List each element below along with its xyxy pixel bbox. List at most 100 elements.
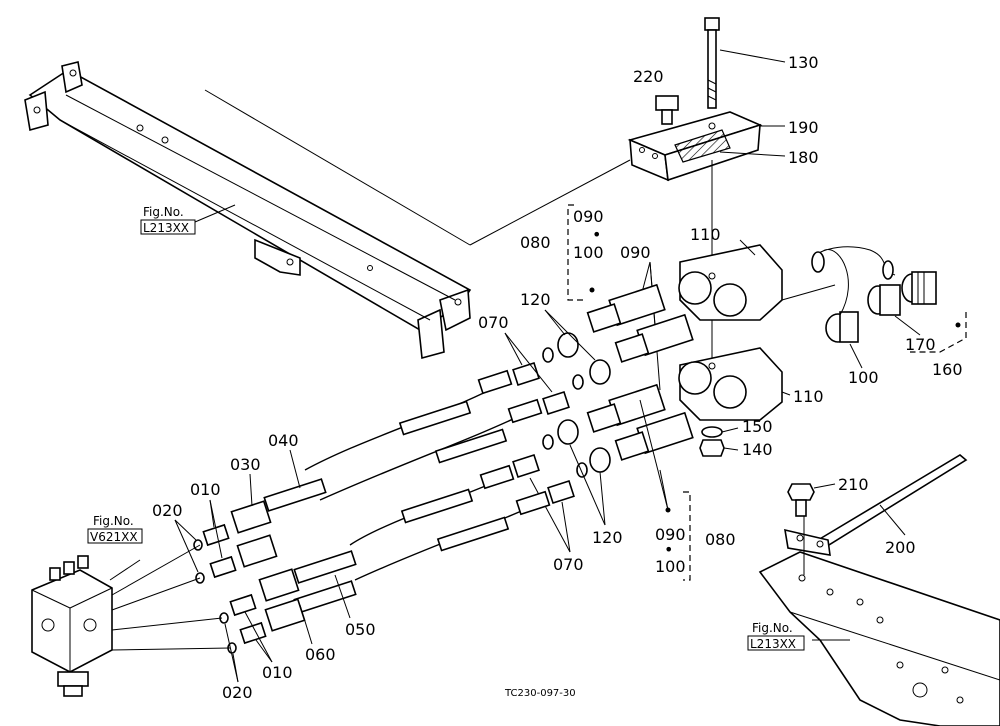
hose-a bbox=[304, 369, 513, 471]
plug-160 bbox=[901, 271, 937, 305]
fig-ref-top-code: L213XX bbox=[143, 221, 189, 235]
leader-120-lower-a bbox=[569, 444, 606, 526]
label-200: 200 bbox=[885, 538, 916, 557]
label-130: 130 bbox=[788, 53, 819, 72]
leader-150 bbox=[721, 427, 739, 433]
leader-170 bbox=[894, 315, 921, 336]
hose-d bbox=[354, 490, 551, 581]
coupler-block-110-upper bbox=[678, 244, 783, 321]
leader-040 bbox=[289, 449, 301, 489]
leader-140 bbox=[723, 447, 739, 451]
leader-120-upper-a bbox=[544, 309, 566, 336]
leader-070-upper-a bbox=[504, 332, 523, 366]
label-020-lower: 020 bbox=[222, 683, 253, 702]
label-080-upper: 080 bbox=[520, 233, 551, 252]
fig-ref-valve-label: Fig.No. bbox=[93, 514, 134, 528]
fig-ref-bottom-code: L213XX bbox=[750, 637, 796, 651]
label-010-lower: 010 bbox=[262, 663, 293, 682]
orings-020-lower bbox=[219, 612, 237, 654]
dot-separator-lower: • bbox=[664, 540, 673, 559]
cap-ring-left bbox=[811, 251, 825, 273]
leader-frame-to-bracket bbox=[469, 159, 631, 246]
leader-110-upper bbox=[739, 239, 756, 256]
label-120-upper: 120 bbox=[520, 290, 551, 309]
label-120-lower: 120 bbox=[592, 528, 623, 547]
hose-050 bbox=[293, 550, 357, 614]
leader-010-lower-a bbox=[244, 611, 273, 663]
fittings-010-upper bbox=[202, 523, 237, 579]
leader-020-lower-b bbox=[232, 653, 239, 683]
washer-150 bbox=[701, 426, 723, 438]
leader-valve-d bbox=[111, 647, 231, 651]
adapters-070-lower bbox=[512, 453, 575, 505]
coupler-090-b bbox=[614, 313, 694, 363]
bracket-190 bbox=[627, 111, 763, 182]
label-010-upper: 010 bbox=[190, 480, 221, 499]
label-140: 140 bbox=[742, 440, 773, 459]
leader-070-lower-b bbox=[561, 501, 571, 553]
fig-ref-top-label: Fig.No. bbox=[143, 205, 184, 219]
label-020-upper: 020 bbox=[152, 501, 183, 520]
mount-plate-bottom-right bbox=[758, 551, 1000, 726]
fig-ref-top-box bbox=[140, 219, 196, 235]
leader-050 bbox=[334, 574, 351, 619]
label-190: 190 bbox=[788, 118, 819, 137]
bolt-130 bbox=[704, 17, 720, 109]
cap-ring-right bbox=[882, 260, 894, 280]
coupler-090-a bbox=[586, 283, 666, 333]
label-070-upper: 070 bbox=[478, 313, 509, 332]
leader-valve-a bbox=[111, 544, 201, 596]
label-110-upper: 110 bbox=[690, 225, 721, 244]
coupler-block-110-lower bbox=[678, 347, 783, 421]
coupler-hose-line bbox=[781, 284, 836, 301]
leader-frame-top bbox=[204, 89, 471, 246]
hose-c bbox=[349, 464, 515, 546]
label-180: 180 bbox=[788, 148, 819, 167]
fittings-010-lower bbox=[229, 593, 267, 645]
dust-cap-100 bbox=[825, 311, 859, 343]
fig-ref-valve-box bbox=[87, 528, 143, 544]
leader-070-lower-a bbox=[529, 477, 571, 553]
label-100-upper-group: 100 bbox=[573, 243, 604, 262]
fig-ref-bottom-box bbox=[747, 635, 805, 651]
leader-valve-b bbox=[111, 577, 201, 611]
nut-140 bbox=[699, 439, 725, 457]
label-040: 040 bbox=[268, 431, 299, 450]
leader-valve-c bbox=[111, 617, 223, 631]
label-090-upper: 090 bbox=[620, 243, 651, 262]
label-100-right: 100 bbox=[848, 368, 879, 387]
fig-ref-valve-code: V621XX bbox=[90, 530, 138, 544]
leader-120-upper-b bbox=[544, 309, 596, 361]
label-100-lower-group: 100 bbox=[655, 557, 686, 576]
plug-170 bbox=[867, 284, 901, 316]
label-160: 160 bbox=[932, 360, 963, 379]
label-170: 170 bbox=[905, 335, 936, 354]
leader-100-right bbox=[849, 343, 863, 369]
leader-fig-l213-top bbox=[194, 204, 236, 223]
dot-160 bbox=[955, 322, 961, 328]
leader-200 bbox=[879, 504, 906, 536]
label-210: 210 bbox=[838, 475, 869, 494]
bolt-220 bbox=[655, 95, 679, 125]
fig-ref-bottom-label: Fig.No. bbox=[752, 621, 793, 635]
dot-090-lower bbox=[665, 507, 671, 513]
leader-020-upper-b bbox=[174, 519, 199, 573]
coupler-090-c bbox=[586, 383, 666, 433]
frame-bracket-top-left bbox=[24, 61, 472, 360]
leader-090-lower-b bbox=[639, 399, 669, 511]
bracket-160 bbox=[910, 312, 967, 353]
rod-200 bbox=[784, 454, 968, 556]
cap-chain bbox=[820, 246, 896, 316]
hose-b bbox=[319, 398, 543, 501]
leader-010-lower-b bbox=[255, 639, 273, 663]
leader-210 bbox=[813, 483, 836, 489]
drawing-code: TC230-097-30 bbox=[504, 688, 576, 699]
label-150: 150 bbox=[742, 417, 773, 436]
label-090-lower: 090 bbox=[655, 525, 686, 544]
dot-separator-upper: • bbox=[592, 225, 601, 244]
label-030: 030 bbox=[230, 455, 261, 474]
leader-020-upper-a bbox=[174, 519, 197, 541]
leader-030 bbox=[249, 473, 253, 507]
label-080-lower: 080 bbox=[705, 530, 736, 549]
label-070-lower: 070 bbox=[553, 555, 584, 574]
